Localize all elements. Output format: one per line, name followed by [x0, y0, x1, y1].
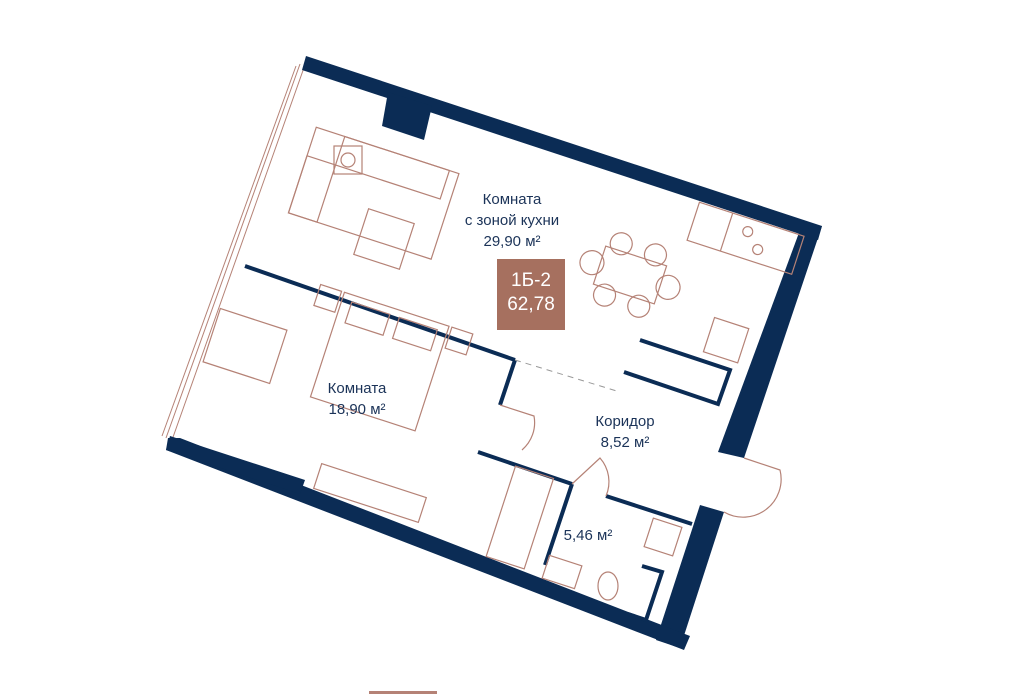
kitchen-unit — [686, 201, 805, 364]
bedroom-area: 18,90 м² — [328, 401, 385, 418]
bedroom-label: Комната — [328, 380, 387, 397]
apartment-area: 62,78 — [507, 294, 555, 315]
corridor-area: 8,52 м² — [601, 434, 650, 451]
bedroom-wall — [244, 264, 516, 362]
closet-wall — [623, 338, 733, 407]
bottom-tab-indicator[interactable] — [369, 691, 437, 694]
right-wall-upper — [718, 226, 822, 458]
living-room-area: 29,90 м² — [483, 233, 540, 250]
coffee-table — [353, 208, 415, 270]
floor-lamp-icon — [333, 145, 363, 175]
corridor-label: Коридор — [595, 413, 654, 430]
washing-machine — [643, 517, 683, 557]
bath-side-wall — [543, 483, 574, 566]
bathtub — [485, 465, 555, 570]
column — [382, 92, 432, 140]
left-bottom-wall — [166, 436, 305, 494]
desk — [202, 307, 288, 385]
living-room-sublabel: с зоной кухни — [465, 212, 559, 229]
apartment-badge[interactable]: 1Б-2 62,78 — [497, 259, 565, 330]
right-wall-lower — [656, 505, 724, 648]
sofa — [287, 126, 460, 260]
bedroom-side-wall — [498, 359, 517, 406]
dining-table — [579, 232, 681, 318]
wc-niche-wall — [627, 564, 665, 623]
wardrobe — [312, 462, 428, 524]
sink — [541, 554, 583, 590]
kitchen-opening — [514, 359, 621, 393]
left-window — [161, 61, 307, 441]
toilet — [597, 571, 619, 601]
bedroom-door[interactable] — [499, 404, 536, 451]
bed — [309, 283, 474, 432]
living-room-label: Комната — [483, 191, 542, 208]
wc-wall — [605, 494, 693, 526]
bath-door[interactable] — [571, 457, 610, 497]
top-wall — [302, 56, 822, 240]
bath-wall — [477, 450, 573, 486]
entrance-door[interactable] — [723, 457, 782, 518]
apartment-code: 1Б-2 — [511, 270, 551, 291]
bathroom-area: 5,46 м² — [564, 527, 613, 544]
